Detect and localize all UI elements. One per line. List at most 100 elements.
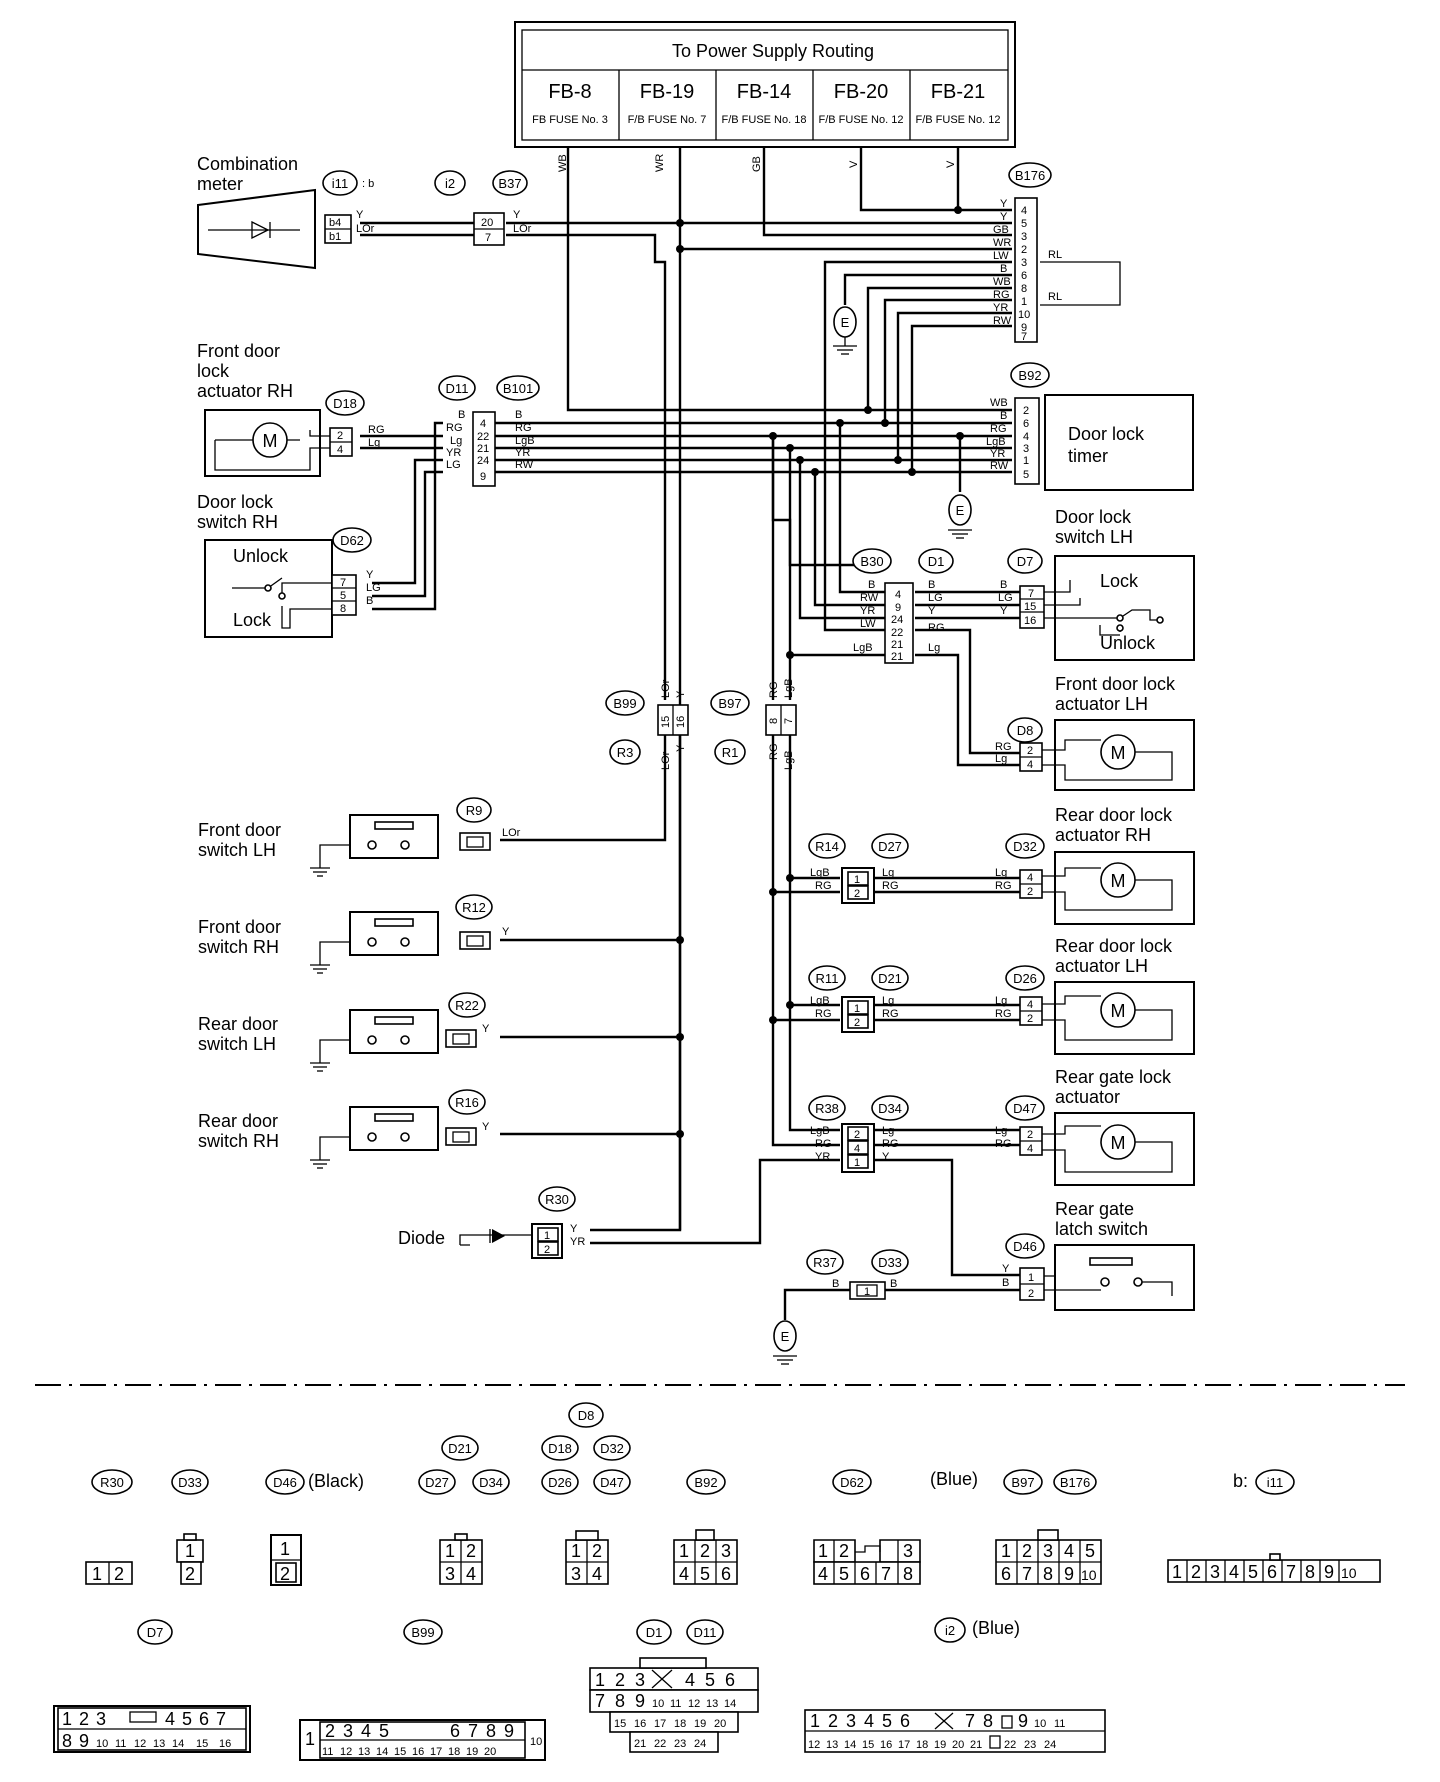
svg-text:5: 5 [1248,1562,1258,1582]
svg-text:10: 10 [96,1738,108,1750]
svg-text:1: 1 [305,1729,315,1749]
svg-text:Lg: Lg [882,995,894,1007]
svg-text:10: 10 [1081,1567,1097,1583]
svg-text:1: 1 [1001,1541,1011,1561]
fuse-sub-1: FB FUSE No. 3 [532,114,608,126]
svg-text:R30: R30 [545,1192,569,1207]
svg-text:2: 2 [114,1564,124,1584]
svg-text:8: 8 [903,1564,913,1584]
svg-text:6: 6 [900,1711,910,1731]
svg-text:4: 4 [361,1721,371,1741]
svg-text:LW: LW [993,250,1009,262]
svg-text:M: M [263,431,278,451]
svg-text:Rear gate: Rear gate [1055,1199,1134,1219]
svg-text:21: 21 [891,651,903,663]
svg-text:RG: RG [990,423,1007,435]
svg-text:4: 4 [895,589,901,601]
svg-text:14: 14 [844,1739,856,1751]
svg-text:1: 1 [571,1541,581,1561]
svg-text:Front door: Front door [197,341,280,361]
svg-text:lock: lock [197,361,230,381]
svg-text:1: 1 [818,1541,828,1561]
svg-text:D7: D7 [1017,554,1034,569]
svg-text:17: 17 [654,1718,666,1730]
svg-text:5: 5 [1023,469,1029,481]
svg-text:10: 10 [1018,309,1030,321]
svg-text:YR: YR [993,302,1008,314]
svg-text:LgB: LgB [810,995,830,1007]
svg-text:2: 2 [1023,405,1029,417]
svg-text:YR: YR [815,1151,830,1163]
svg-text:(Blue): (Blue) [930,1469,978,1489]
svg-text:D1: D1 [646,1625,663,1640]
svg-text:1: 1 [854,1157,860,1169]
svg-text:Lg: Lg [450,435,462,447]
svg-text:12: 12 [340,1746,352,1758]
svg-text:B: B [1000,263,1007,275]
svg-text:GB: GB [993,224,1009,236]
svg-text:1: 1 [185,1541,195,1561]
svg-text:9: 9 [895,602,901,614]
svg-text:23: 23 [674,1738,686,1750]
svg-text:RG: RG [882,1138,899,1150]
svg-text:Rear door: Rear door [198,1014,278,1034]
door-lock-timer-label-1: Door lock [1068,424,1145,444]
svg-text:22: 22 [1004,1739,1016,1751]
svg-text:5: 5 [839,1564,849,1584]
svg-text:RG: RG [995,1008,1012,1020]
svg-text:B97: B97 [1011,1475,1034,1490]
svg-text:R9: R9 [466,803,483,818]
svg-text:9: 9 [635,1691,645,1711]
svg-text:Front door: Front door [198,917,281,937]
svg-text:(Blue): (Blue) [972,1618,1020,1638]
svg-text:WB: WB [993,276,1011,288]
svg-text:2: 2 [1021,244,1027,256]
svg-text:7: 7 [595,1691,605,1711]
svg-text:RG: RG [995,741,1012,753]
svg-text:M: M [1111,1133,1126,1153]
svg-text:9: 9 [1324,1562,1334,1582]
svg-text:2: 2 [337,430,343,442]
svg-text:LG: LG [998,592,1013,604]
svg-text:R22: R22 [455,998,479,1013]
svg-text:8: 8 [486,1721,496,1741]
svg-text:21: 21 [970,1739,982,1751]
svg-text:13: 13 [706,1698,718,1710]
svg-text:Rear door: Rear door [198,1111,278,1131]
svg-text:B97: B97 [718,696,741,711]
svg-text:Lock: Lock [1100,571,1139,591]
svg-text:11: 11 [115,1738,126,1750]
wires [360,147,1121,1320]
svg-text:1: 1 [595,1670,605,1690]
svg-text:8: 8 [1305,1562,1315,1582]
svg-text:8: 8 [62,1731,72,1751]
svg-text:LG: LG [366,582,381,594]
svg-text:3: 3 [846,1711,856,1731]
svg-text:12: 12 [134,1738,146,1750]
svg-text:YR: YR [446,447,461,459]
svg-text:Door lock: Door lock [1055,507,1132,527]
svg-text:1: 1 [810,1711,820,1731]
connector-tag-d18: D18 [325,390,365,416]
svg-text:Y: Y [675,690,687,698]
svg-text:Lg: Lg [995,867,1007,879]
svg-text:8: 8 [1021,283,1027,295]
svg-text:D27: D27 [425,1475,449,1490]
svg-text:16: 16 [1024,615,1036,627]
svg-text:2: 2 [839,1541,849,1561]
svg-text:7: 7 [783,718,795,724]
svg-text:RG: RG [768,682,780,699]
diode-r30: Diode R30 1 2 Y YR [398,1186,585,1259]
svg-text:7: 7 [485,232,491,244]
svg-text:17: 17 [430,1746,442,1758]
svg-text:(Black): (Black) [308,1471,364,1491]
svg-text:6: 6 [199,1709,209,1729]
svg-text:D11: D11 [446,381,469,396]
svg-text:LgB: LgB [853,642,873,654]
svg-text:15: 15 [1024,601,1036,613]
svg-text:2: 2 [185,1564,195,1584]
power-supply-box: To Power Supply Routing FB-8 FB FUSE No.… [514,21,1016,148]
svg-text:B176: B176 [1060,1475,1090,1490]
svg-text:6: 6 [1023,418,1029,430]
svg-text:14: 14 [172,1738,184,1750]
